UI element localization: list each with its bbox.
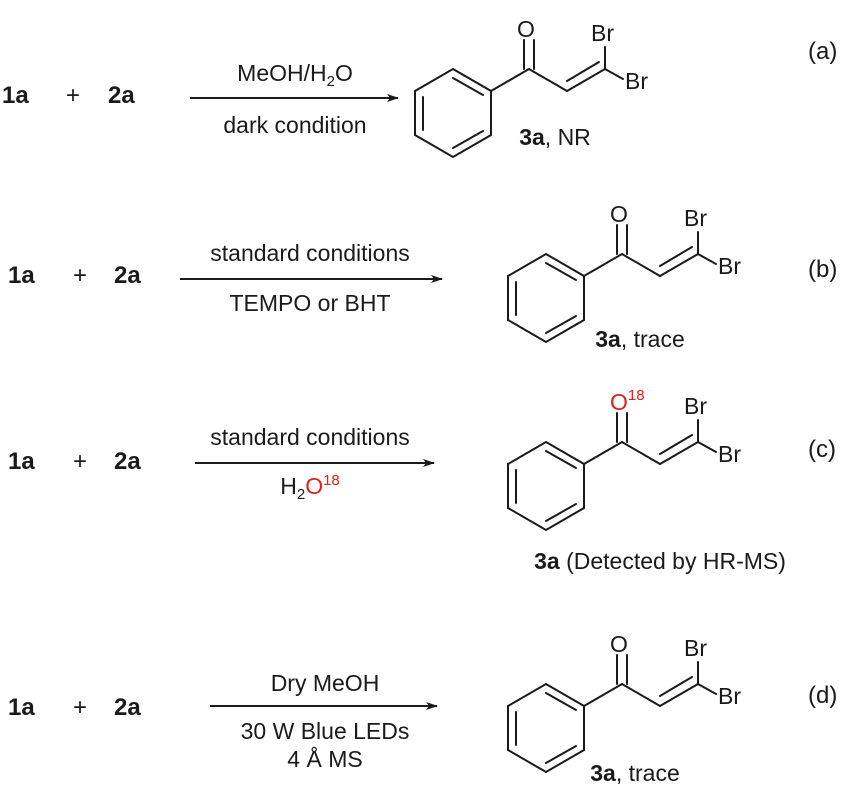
tag-d: (d)	[808, 682, 838, 709]
product-structure-d: O Br Br	[507, 631, 741, 774]
reactant-1a-c: 1a	[8, 448, 35, 475]
product-c-bold: 3a	[534, 548, 560, 574]
product-structure-a: O Br Br	[414, 16, 648, 159]
atom-br-top-c: Br	[684, 393, 707, 419]
plus-sign-d: +	[73, 694, 88, 721]
reactant-1a-b: 1a	[8, 262, 35, 289]
reactant-1a-d: 1a	[8, 694, 35, 721]
atom-br-side-a: Br	[625, 68, 648, 94]
cond-c-h: H	[280, 473, 297, 499]
atom-o18-c: O18	[610, 387, 645, 415]
plus-sign-c: +	[73, 448, 88, 475]
atom-o-a: O	[517, 16, 535, 42]
atom-br-side-d: Br	[718, 683, 741, 709]
condition-light-d: 30 W Blue LEDs	[240, 718, 410, 744]
reactant-2a-a: 2a	[108, 82, 135, 109]
cond-c-sup: 18	[323, 472, 340, 489]
reactant-2a-c: 2a	[114, 448, 141, 475]
cond-c-o: O	[305, 473, 324, 499]
product-b-bold: 3a	[595, 326, 621, 352]
cond-a-post: O	[334, 60, 353, 86]
product-d-rest: , trace	[615, 760, 680, 786]
plus-sign-b: +	[73, 262, 88, 289]
atom-br-top-d: Br	[684, 635, 707, 661]
atom-br-top-a: Br	[591, 20, 614, 46]
atom-o-c: O	[610, 389, 628, 415]
product-label-d: 3a, trace	[560, 760, 710, 787]
product-structure-c: O18 Br Br	[507, 387, 741, 532]
atom-o-sup-c: 18	[628, 387, 645, 404]
tag-c: (c)	[808, 436, 836, 463]
atom-br-side-c: Br	[718, 441, 741, 467]
product-d-bold: 3a	[590, 760, 616, 786]
condition-additive-b: TEMPO or BHT	[229, 290, 391, 316]
product-a-rest: , NR	[544, 124, 591, 150]
product-a-bold: 3a	[519, 124, 545, 150]
cond-c-sub: 2	[296, 486, 306, 503]
tag-a: (a)	[808, 38, 838, 65]
condition-sieves-d: 4 Å MS	[287, 746, 363, 772]
plus-sign-a: +	[66, 82, 81, 109]
reactant-2a-b: 2a	[114, 262, 141, 289]
atom-br-top-b: Br	[684, 205, 707, 231]
product-b-rest: , trace	[620, 326, 685, 352]
condition-dark-a: dark condition	[223, 112, 367, 138]
condition-solvent-d: Dry MeOH	[270, 670, 380, 696]
product-label-c: 3a (Detected by HR-MS)	[495, 548, 825, 575]
condition-water-c: H2O18	[170, 472, 450, 503]
condition-standard-c: standard conditions	[210, 424, 410, 450]
tag-b: (b)	[808, 256, 838, 283]
cond-a-sub: 2	[326, 73, 335, 90]
product-label-b: 3a, trace	[565, 326, 715, 353]
condition-solvent-a: MeOH/H2O	[190, 60, 400, 90]
atom-br-side-b: Br	[718, 253, 741, 279]
atom-o-d: O	[610, 631, 628, 657]
product-c-rest: (Detected by HR-MS)	[559, 548, 786, 574]
atom-o-b: O	[610, 201, 628, 227]
reactant-2a-d: 2a	[114, 694, 141, 721]
reactant-1a-a: 1a	[2, 82, 29, 109]
condition-standard-b: standard conditions	[210, 240, 410, 266]
product-label-a: 3a, NR	[480, 124, 630, 151]
product-structure-b: O Br Br	[507, 201, 741, 344]
cond-a-pre: MeOH/H	[237, 60, 327, 86]
